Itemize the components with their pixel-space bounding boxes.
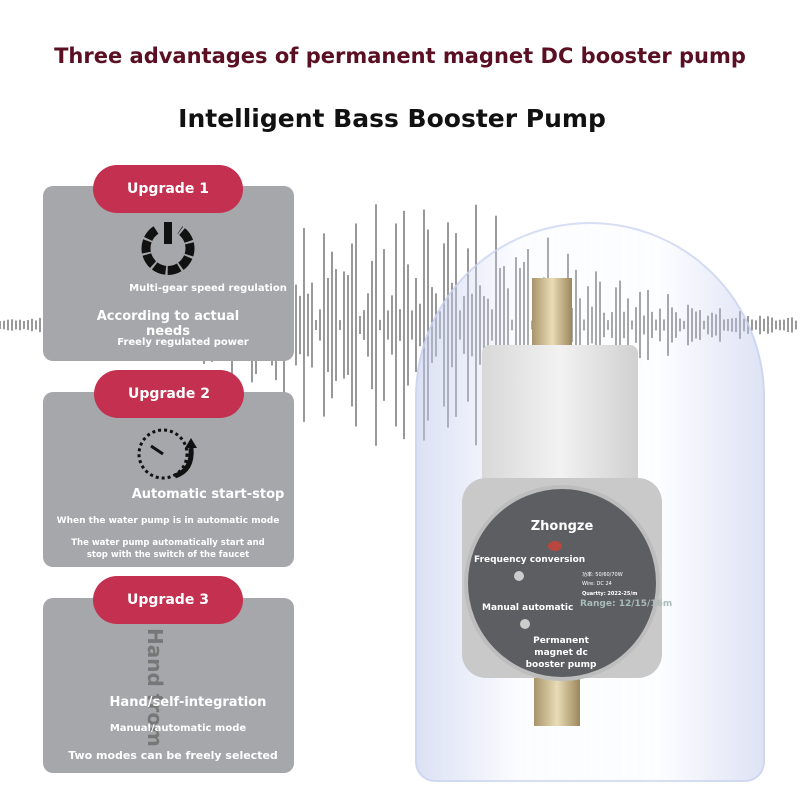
upgrade-1-line-2: According to actual needs bbox=[96, 309, 240, 339]
brand-label: Zhongze bbox=[530, 519, 594, 534]
range-label: Range: 12/15/16m bbox=[580, 599, 673, 609]
upgrade-1-badge: Upgrade 1 bbox=[93, 165, 243, 213]
mode-button-label: Manual automatic bbox=[482, 603, 574, 613]
hand-icon-text: Hand from bbox=[143, 628, 167, 747]
frequency-button[interactable] bbox=[514, 571, 524, 581]
page-subtitle: Intelligent Bass Booster Pump bbox=[178, 104, 606, 133]
upgrade-3-line-3: Two modes can be freely selected bbox=[68, 749, 278, 762]
mode-button[interactable] bbox=[520, 619, 530, 629]
upgrade-3-line-2: Manual/automatic mode bbox=[109, 723, 247, 734]
page-title: Three advantages of permanent magnet DC … bbox=[54, 44, 746, 68]
upgrade-card-3: Hand from Hand/self-integration Manual/a… bbox=[43, 598, 294, 773]
upgrade-2-line-3: The water pump automatically start and s… bbox=[71, 538, 265, 560]
upgrade-card-2: Automatic start-stop When the water pump… bbox=[43, 392, 294, 567]
pump-control-face: Zhongze Frequency conversion 功率: 50/60/7… bbox=[464, 485, 672, 681]
indicator-light bbox=[548, 541, 562, 551]
pump-type-label: Permanent magnet dc booster pump bbox=[525, 636, 597, 670]
upgrade-3-line-1: Hand/self-integration bbox=[109, 695, 267, 710]
upgrade-3-badge: Upgrade 3 bbox=[93, 576, 243, 624]
upgrade-2-badge: Upgrade 2 bbox=[94, 370, 244, 418]
auto-dial-icon bbox=[137, 428, 197, 480]
frequency-button-label: Frequency conversion bbox=[474, 555, 586, 565]
upgrade-card-1: Multi-gear speed regulation According to… bbox=[43, 186, 294, 361]
upgrade-2-line-1: Automatic start-stop bbox=[131, 487, 285, 502]
pump-inlet-pipe bbox=[532, 278, 572, 353]
pump-outlet-pipe bbox=[534, 676, 580, 726]
upgrade-2-line-2: When the water pump is in automatic mode bbox=[56, 516, 280, 526]
spec-wire: Wire: DC 24 bbox=[582, 581, 612, 587]
spec-power: 功率: 50/60/70W bbox=[582, 572, 623, 578]
upgrade-1-line-3: Freely regulated power bbox=[117, 337, 249, 348]
power-gear-icon bbox=[141, 222, 195, 275]
upgrade-1-line-1: Multi-gear speed regulation bbox=[129, 283, 287, 294]
spec-qty: Quartty: 2022-25/m bbox=[582, 591, 638, 597]
